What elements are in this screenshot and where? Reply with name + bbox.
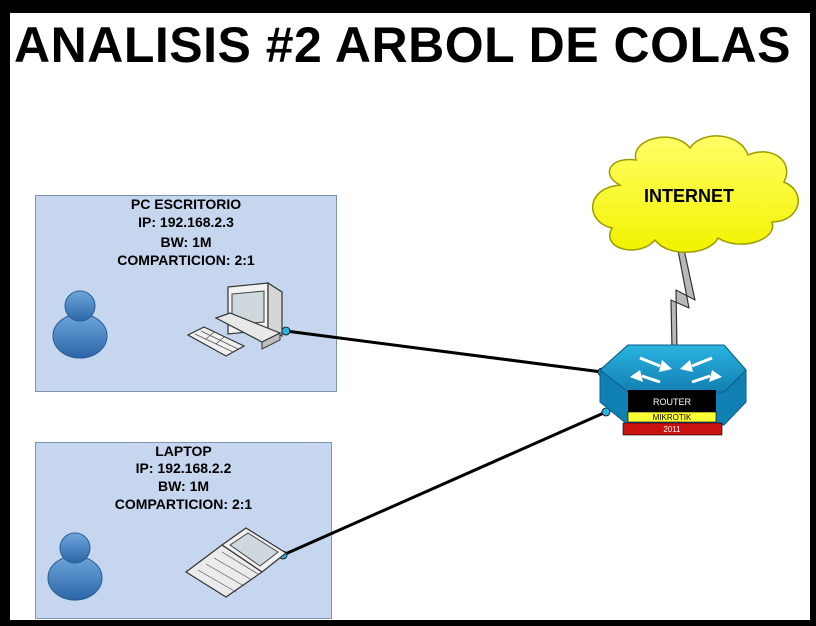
frame-border-right (810, 0, 816, 626)
cloud-icon: INTERNET (592, 135, 799, 253)
page-title: ANALISIS #2 ARBOL DE COLAS (14, 17, 791, 73)
pc-name: PC ESCRITORIO (130, 196, 242, 212)
laptop-router-link (282, 410, 607, 557)
pc-bw: BW: 1M (160, 234, 212, 250)
router-brand: MIKROTIK (653, 413, 692, 422)
laptop-icon (184, 527, 288, 598)
lightning-link-icon (670, 244, 696, 351)
laptop-bw: BW: 1M (157, 478, 210, 494)
pc-router-link (285, 329, 603, 374)
router-icon: ROUTER MIKROTIK 2011 (599, 344, 747, 436)
frame-border-bottom (0, 620, 816, 626)
laptop-name: LAPTOP (155, 443, 212, 459)
user-icon (52, 290, 108, 359)
laptop-ip: IP: 192.168.2.2 (135, 460, 232, 476)
internet-label: INTERNET (644, 186, 734, 206)
router-year: 2011 (663, 425, 681, 434)
frame-border-left (0, 0, 10, 626)
pc-comparticion: COMPARTICION: 2:1 (117, 252, 255, 268)
pc-port-dot (281, 326, 291, 336)
laptop-comparticion: COMPARTICION: 2:1 (114, 496, 253, 512)
pc-ip: IP: 192.168.2.3 (138, 214, 234, 230)
frame-border-top (0, 0, 816, 13)
router-port-dot-bottom (601, 407, 611, 417)
desktop-computer-icon (186, 281, 283, 357)
user-icon (47, 532, 103, 601)
router-label: ROUTER (653, 397, 692, 407)
